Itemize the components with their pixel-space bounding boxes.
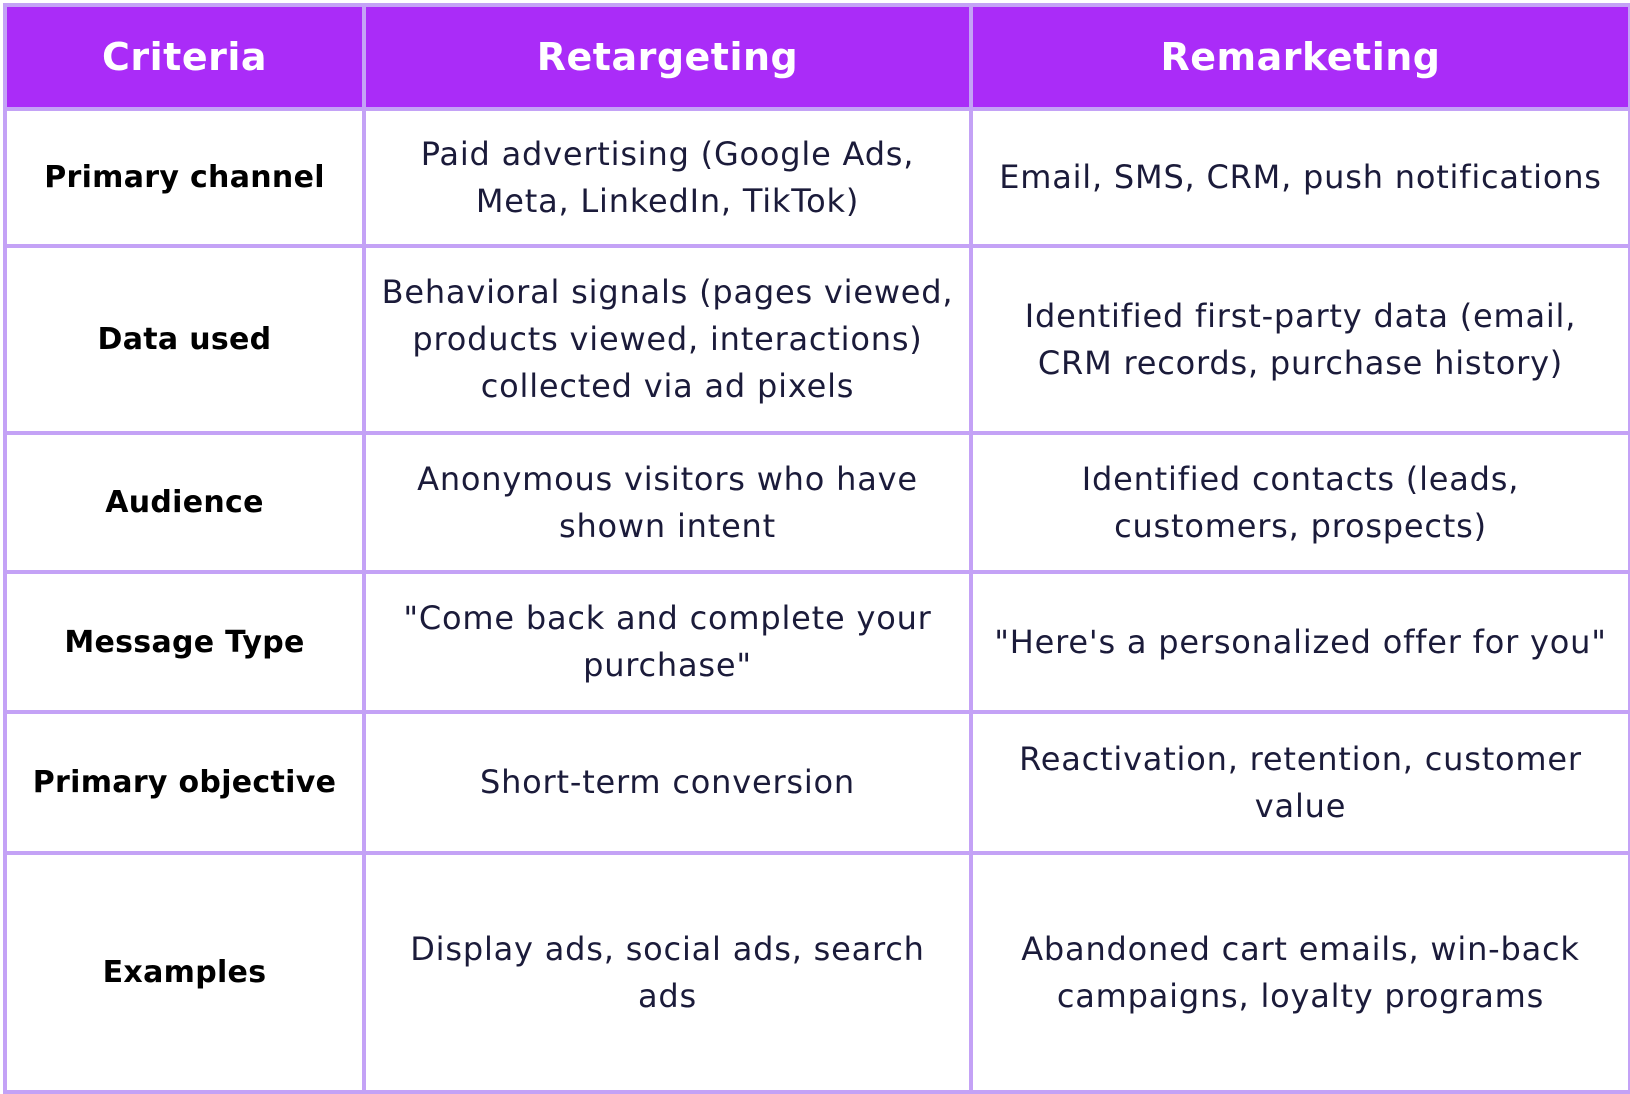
header-retargeting: Retargeting	[362, 3, 973, 111]
remarketing-cell: Abandoned cart emails, win-back campaign…	[969, 851, 1630, 1094]
table-row: Primary channel Paid advertising (Google…	[3, 107, 1630, 248]
retargeting-cell: Paid advertising (Google Ads, Meta, Link…	[362, 107, 973, 248]
table-row: Message Type "Come back and complete you…	[3, 570, 1630, 714]
retargeting-cell: Anonymous visitors who have shown intent	[362, 431, 973, 574]
table-row: Data used Behavioral signals (pages view…	[3, 244, 1630, 435]
remarketing-cell: Identified first-party data (email, CRM …	[969, 244, 1630, 435]
table-row: Audience Anonymous visitors who have sho…	[3, 431, 1630, 574]
table-row: Examples Display ads, social ads, search…	[3, 851, 1630, 1094]
retargeting-cell: "Come back and complete your purchase"	[362, 570, 973, 714]
retargeting-cell: Display ads, social ads, search ads	[362, 851, 973, 1094]
criteria-cell: Data used	[3, 244, 366, 435]
table-row: Primary objective Short-term conversion …	[3, 710, 1630, 855]
criteria-cell: Primary objective	[3, 710, 366, 855]
comparison-table: Criteria Retargeting Remarketing Primary…	[3, 3, 1630, 1094]
remarketing-cell: Email, SMS, CRM, push notifications	[969, 107, 1630, 248]
criteria-cell: Primary channel	[3, 107, 366, 248]
criteria-cell: Message Type	[3, 570, 366, 714]
remarketing-cell: Reactivation, retention, customer value	[969, 710, 1630, 855]
header-remarketing: Remarketing	[969, 3, 1630, 111]
remarketing-cell: "Here's a personalized offer for you"	[969, 570, 1630, 714]
remarketing-cell: Identified contacts (leads, customers, p…	[969, 431, 1630, 574]
header-row: Criteria Retargeting Remarketing	[3, 3, 1630, 111]
header-criteria: Criteria	[3, 3, 366, 111]
retargeting-cell: Short-term conversion	[362, 710, 973, 855]
retargeting-cell: Behavioral signals (pages viewed, produc…	[362, 244, 973, 435]
criteria-cell: Examples	[3, 851, 366, 1094]
criteria-cell: Audience	[3, 431, 366, 574]
comparison-table-container: Criteria Retargeting Remarketing Primary…	[3, 3, 1630, 1094]
